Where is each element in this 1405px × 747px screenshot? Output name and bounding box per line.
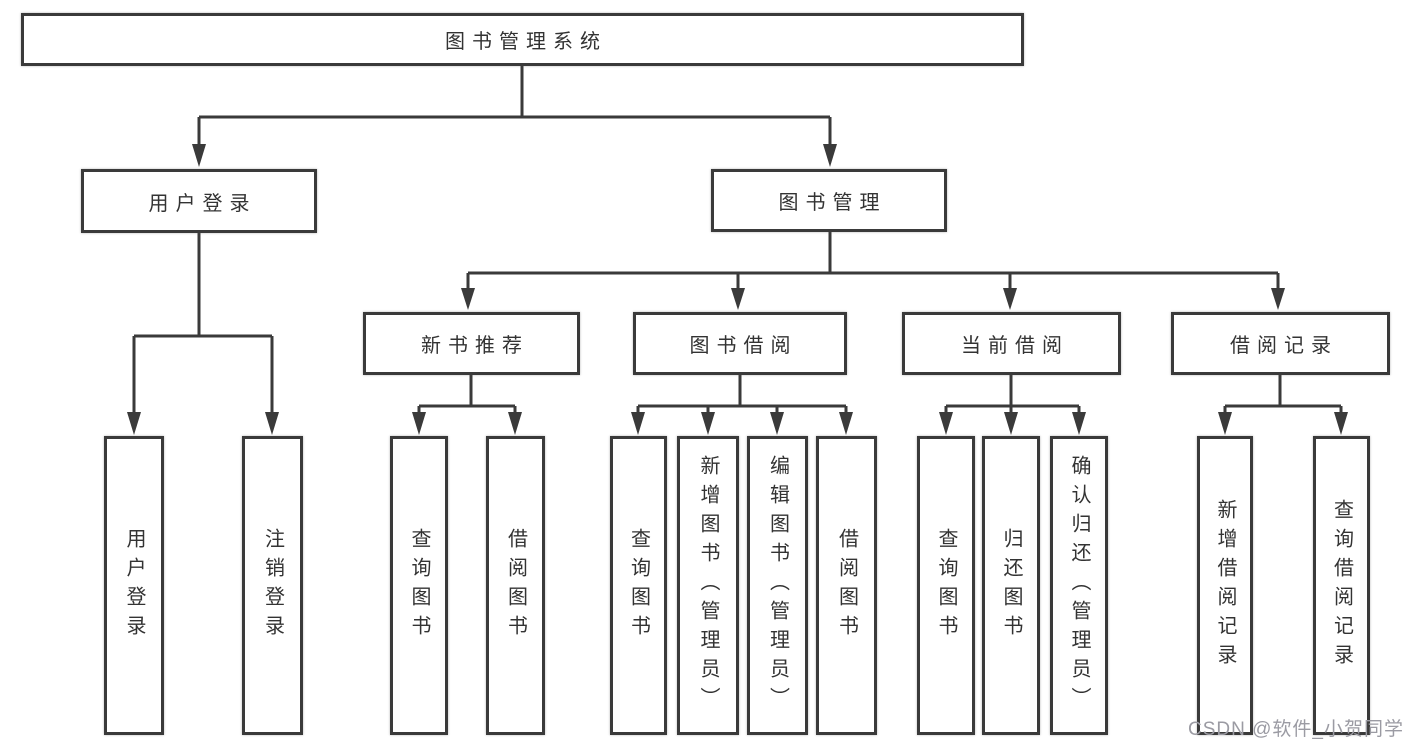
- node-borrow-records-label: 借阅记录: [1230, 335, 1338, 357]
- connector-current: [939, 375, 1086, 435]
- connector-book-mgmt: [461, 232, 1285, 310]
- node-new-book-recommend: 新书推荐: [363, 312, 580, 375]
- node-book-borrow: 图书借阅: [633, 312, 847, 375]
- leaf-confirm-return-admin: 确认归还（管理员）: [1050, 436, 1108, 735]
- node-borrow-records: 借阅记录: [1171, 312, 1390, 375]
- connector-borrow: [631, 375, 853, 435]
- connector-recommend: [412, 375, 522, 435]
- node-book-management: 图书管理: [711, 169, 947, 232]
- leaf-add-books-admin-label: 新增图书（管理员）: [697, 455, 719, 716]
- leaf-add-borrow-record: 新增借阅记录: [1197, 436, 1253, 735]
- leaf-query-books-borrow: 查询图书: [610, 436, 667, 735]
- node-current-borrow-label: 当前借阅: [961, 335, 1069, 357]
- leaf-query-books-current: 查询图书: [917, 436, 975, 735]
- leaf-query-books-recommend: 查询图书: [390, 436, 448, 735]
- leaf-logout-login: 注销登录: [242, 436, 303, 735]
- leaf-borrow-books-label: 借阅图书: [835, 527, 858, 644]
- leaf-edit-books-admin-label: 编辑图书（管理员）: [766, 455, 789, 716]
- node-current-borrow: 当前借阅: [902, 312, 1121, 375]
- leaf-add-books-admin: 新增图书（管理员）: [677, 436, 739, 735]
- node-book-management-label: 图书管理: [778, 192, 887, 214]
- leaf-confirm-return-admin-label: 确认归还（管理员）: [1068, 455, 1090, 716]
- leaf-user-login: 用户登录: [104, 436, 164, 735]
- node-root-label: 图书管理系统: [445, 31, 607, 53]
- node-new-book-recommend-label: 新书推荐: [421, 335, 529, 357]
- leaf-borrow-books-recommend: 借阅图书: [486, 436, 545, 735]
- leaf-borrow-books-recommend-label: 借阅图书: [504, 527, 527, 644]
- leaf-edit-books-admin: 编辑图书（管理员）: [747, 436, 808, 735]
- connector-user-login: [127, 233, 279, 435]
- leaf-borrow-books: 借阅图书: [816, 436, 877, 735]
- leaf-return-books: 归还图书: [982, 436, 1040, 735]
- leaf-return-books-label: 归还图书: [1000, 527, 1022, 644]
- node-user-login: 用户登录: [81, 169, 317, 233]
- leaf-query-borrow-record-label: 查询借阅记录: [1330, 498, 1353, 673]
- connector-root: [192, 66, 837, 167]
- leaf-add-borrow-record-label: 新增借阅记录: [1214, 498, 1236, 673]
- leaf-query-borrow-record: 查询借阅记录: [1313, 436, 1370, 735]
- node-book-borrow-label: 图书借阅: [689, 335, 798, 357]
- leaf-query-books-recommend-label: 查询图书: [408, 527, 430, 644]
- leaf-logout-login-label: 注销登录: [261, 527, 284, 644]
- leaf-query-books-current-label: 查询图书: [935, 527, 957, 644]
- csdn-watermark: CSDN @软件_小贺同学: [1188, 719, 1404, 740]
- leaf-query-books-borrow-label: 查询图书: [627, 527, 650, 644]
- node-root: 图书管理系统: [21, 13, 1024, 66]
- node-user-login-label: 用户登录: [148, 192, 257, 215]
- leaf-user-login-label: 用户登录: [123, 527, 145, 644]
- connector-records: [1218, 375, 1348, 435]
